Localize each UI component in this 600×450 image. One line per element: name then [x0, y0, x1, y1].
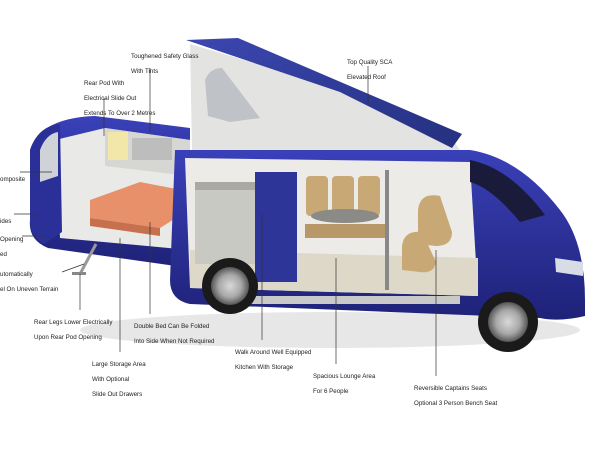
ground-shadow	[80, 312, 580, 348]
label-auto-level-line-1: utomatically	[0, 271, 33, 279]
double-bed-mattress	[90, 182, 192, 228]
kitchen-unit	[195, 188, 255, 264]
label-rear-legs-line-1: Rear Legs Lower Electrically	[34, 319, 113, 327]
cab-partition	[385, 170, 389, 290]
label-elevated-roof-line-2: Elevated Roof	[347, 74, 386, 82]
label-rear-pod-line-1: Rear Pod With	[84, 80, 125, 88]
leader-auto-level	[61, 263, 85, 273]
label-auto-level: utomatically el On Uneven Terrain	[0, 264, 58, 301]
label-safety-glass: Toughened Safety Glass With Tints	[131, 46, 198, 83]
elevated-roof	[190, 44, 460, 150]
label-storage-line-3: Slide Out Drawers	[92, 391, 143, 399]
label-rear-pod-line-3: Extends To Over 2 Metres	[84, 110, 156, 118]
rear-leg	[78, 243, 98, 275]
label-composite: omposite	[0, 169, 25, 191]
label-captains-line-1: Reversible Captains Seats	[414, 385, 487, 393]
label-rear-pod: Rear Pod With Electrical Slide Out Exten…	[84, 73, 155, 125]
label-rear-legs: Rear Legs Lower Electrically Upon Rear P…	[34, 312, 112, 349]
label-captains-line-2: Optional 3 Person Bench Seat	[414, 400, 498, 408]
label-elevated-roof: Top Quality SCA Elevated Roof	[347, 52, 392, 89]
lounge-table	[311, 209, 379, 223]
label-lounge-line-2: For 6 People	[313, 388, 349, 396]
label-opening: Opening ed	[0, 229, 23, 266]
label-opening-line-2: ed	[0, 251, 7, 259]
label-storage-line-1: Large Storage Area	[92, 361, 146, 369]
windshield	[470, 160, 545, 222]
label-safety-glass-line-1: Toughened Safety Glass	[131, 53, 199, 61]
kitchen-top	[195, 182, 257, 190]
lounge-seat-back-2	[332, 176, 354, 216]
label-kitchen: Walk Around Well Equipped Kitchen With S…	[235, 342, 311, 379]
label-double-bed-line-2: Into Side When Not Required	[134, 338, 215, 346]
label-kitchen-line-1: Walk Around Well Equipped	[235, 349, 312, 357]
mattress-side	[90, 218, 160, 236]
label-captains: Reversible Captains Seats Optional 3 Per…	[414, 378, 497, 415]
roof-window	[205, 68, 260, 122]
label-lounge: Spacious Lounge Area For 6 People	[313, 366, 375, 403]
headlight	[555, 258, 583, 276]
label-auto-level-line-2: el On Uneven Terrain	[0, 286, 59, 294]
lounge-seat-back-3	[358, 176, 380, 216]
captains-seat-1	[418, 195, 452, 246]
label-rear-legs-line-2: Upon Rear Pod Opening	[34, 334, 102, 342]
rear-pod-window	[132, 138, 172, 160]
label-double-bed: Double Bed Can Be Folded Into Side When …	[134, 316, 214, 353]
label-storage-line-2: With Optional	[92, 376, 130, 384]
label-composite-line-1: omposite	[0, 176, 26, 184]
rear-door-window	[40, 132, 58, 182]
rear-pod-window-yellow	[108, 132, 128, 160]
kitchen-door-blue	[255, 172, 297, 282]
label-opening-line-1: Opening	[0, 236, 24, 244]
roof-top	[186, 38, 462, 148]
label-kitchen-line-2: Kitchen With Storage	[235, 364, 294, 372]
lounge-seat-base	[305, 224, 385, 238]
captains-seat-2	[402, 231, 436, 273]
label-safety-glass-line-2: With Tints	[131, 68, 159, 76]
front-wheel-rim	[488, 302, 528, 342]
label-elevated-roof-line-1: Top Quality SCA	[347, 59, 393, 67]
label-double-bed-line-1: Double Bed Can Be Folded	[134, 323, 210, 331]
lounge-seat-back-1	[306, 176, 328, 216]
leader-lines	[14, 66, 437, 376]
label-sides: ides	[0, 211, 11, 233]
label-sides-line-1: ides	[0, 218, 12, 226]
rear-leg-foot	[72, 272, 86, 275]
label-rear-pod-line-2: Electrical Slide Out	[84, 95, 137, 103]
label-lounge-line-1: Spacious Lounge Area	[313, 373, 376, 381]
rear-wheel-rim	[211, 267, 249, 305]
label-storage: Large Storage Area With Optional Slide O…	[92, 354, 146, 406]
side-skirt	[250, 296, 460, 304]
